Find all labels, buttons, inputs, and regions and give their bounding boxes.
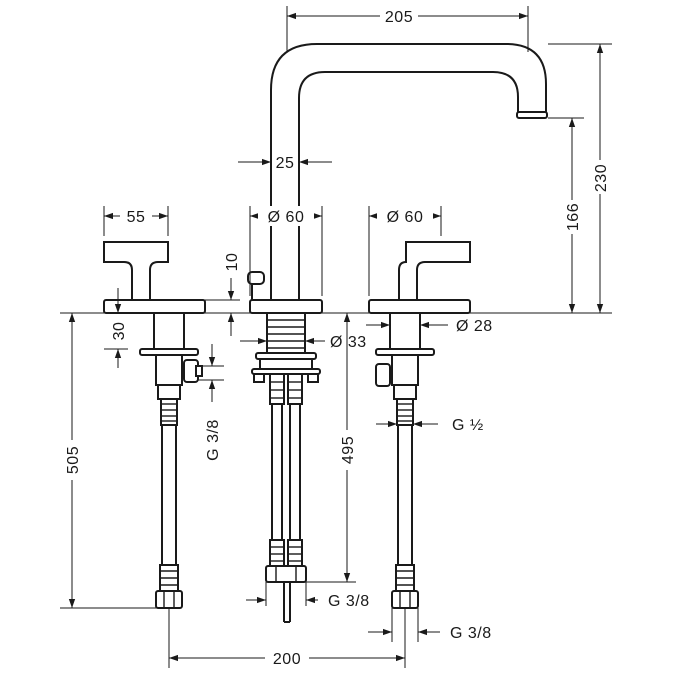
dim-handle-width: 55 [127, 209, 146, 226]
right-handle-valve [368, 241, 471, 609]
spout [270, 43, 548, 300]
dim-hose-thread-center: G 3/8 [328, 593, 370, 610]
dim-shank-diameter-center: Ø 33 [330, 334, 367, 351]
dim-spout-reach: 205 [385, 9, 413, 26]
dim-hose-thread-left: G 3/8 [205, 419, 222, 461]
dim-spout-outlet-height: 166 [565, 203, 582, 231]
left-handle-valve [103, 241, 206, 609]
dim-connection-right: G ½ [452, 417, 484, 434]
center-shank-assembly [251, 312, 321, 623]
spout-body [247, 271, 323, 314]
dim-body-diameter-center: Ø 60 [268, 209, 305, 226]
dim-hose-length-left: 505 [65, 446, 82, 474]
dim-spout-height-total: 230 [593, 164, 610, 192]
dim-hose-thread-right: G 3/8 [450, 625, 492, 642]
dim-shank-diameter-right: Ø 28 [456, 318, 493, 335]
dim-shank-length: 30 [111, 322, 128, 341]
dim-hose-length-center: 495 [340, 436, 357, 464]
dim-spout-diameter: 25 [276, 155, 295, 172]
dim-base-thickness: 10 [224, 253, 241, 272]
dim-body-diameter-right: Ø 60 [387, 209, 424, 226]
dimension-labels: 205 230 166 25 55 Ø 60 Ø 60 10 30 Ø 33 Ø… [61, 6, 611, 668]
dim-valve-spacing: 200 [273, 651, 301, 668]
